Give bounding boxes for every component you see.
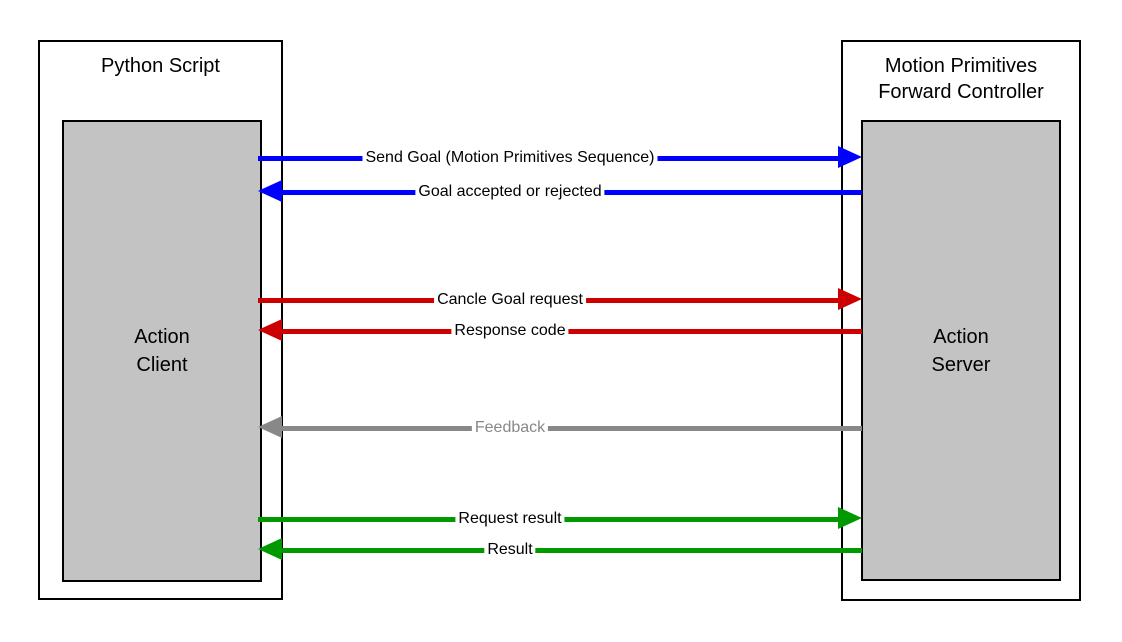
arrowhead-left-icon [258,416,282,438]
arrow-shaft [280,329,862,334]
label-line: Motion Primitives [884,55,1038,77]
label-line: Action [134,326,190,348]
arrowhead-right-icon [838,146,862,168]
arrowhead-right-icon [838,507,862,529]
arrow-label-send-goal: Send Goal (Motion Primitives Sequence) [362,149,658,167]
label-line: Python Script [101,55,220,77]
arrow-label-result: Result [484,541,536,559]
label-line: Client [136,354,188,376]
arrowhead-left-icon [258,538,282,560]
label-line: Action [933,325,989,348]
arrow-label-request-result: Request result [455,510,565,528]
arrowhead-left-icon [258,319,282,341]
arrowhead-left-icon [258,180,282,202]
arrow-label-response-code: Response code [451,322,569,340]
arrow-label-feedback: Feedback [471,419,549,437]
arrow-label-goal-accepted: Goal accepted or rejected [415,183,605,201]
label-line: Server [931,353,991,376]
arrow-label-cancel-goal: Cancle Goal request [434,291,586,309]
arrowhead-right-icon [838,288,862,310]
arrow-shaft [280,548,862,553]
python-script-title: Python Script [40,42,281,79]
arrow-shaft [280,426,862,431]
label-line: Forward Controller [878,81,1044,103]
